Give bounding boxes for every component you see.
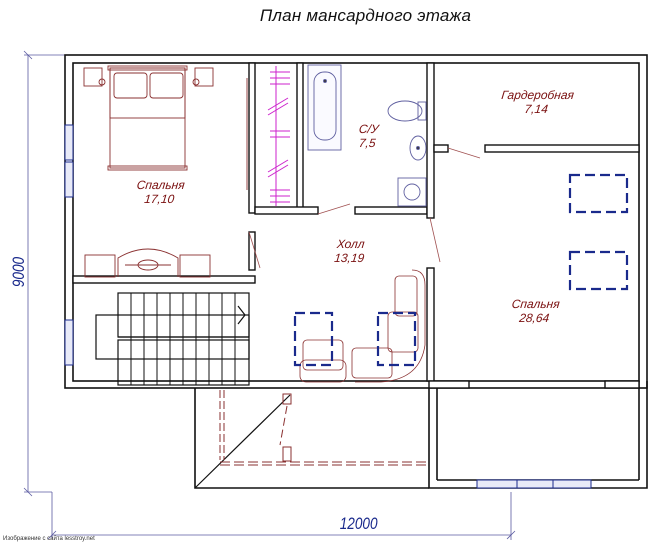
room-label-bedroom-1: Спальня 17,10: [119, 178, 202, 206]
closet-rod: [267, 66, 290, 206]
staircase: [95, 292, 250, 386]
bedroom2-tables: [568, 173, 629, 291]
bottom-windows: [476, 479, 592, 489]
page-title: План мансардного этажа: [259, 6, 472, 25]
doors: [248, 147, 481, 269]
room-label-hall: Холл 13,19: [319, 237, 382, 265]
outer-walls: [64, 54, 648, 389]
room-area: 28,64: [518, 311, 551, 325]
room-area: 17,10: [143, 192, 176, 206]
room-label-bedroom-2: Спальня 28,64: [499, 297, 572, 325]
room-label-bathroom: С/У 7,5: [347, 122, 390, 150]
dimension-width: 12000: [339, 514, 378, 533]
balcony-railing: [219, 390, 427, 466]
bathroom-fixtures: [307, 64, 427, 207]
room-name: Спальня: [136, 178, 186, 192]
hall-furniture: [299, 269, 426, 383]
lower-extension: [194, 381, 648, 489]
hall-tables: [293, 311, 417, 367]
room-area: 7,14: [523, 102, 549, 116]
room-name: С/У: [358, 122, 380, 136]
room-name: Гардеробная: [500, 88, 575, 102]
left-windows: [64, 124, 74, 366]
image-credit: Изображение с сайта lesstroy.net: [3, 536, 95, 542]
room-area: 7,5: [358, 136, 377, 150]
dimension-height: 9000: [8, 256, 28, 288]
room-label-wardrobe: Гардеробная 7,14: [486, 88, 589, 116]
room-area: 13,19: [333, 251, 366, 265]
interior-walls: [72, 62, 640, 389]
room-name: Холл: [336, 237, 366, 251]
dimension-lines: [23, 50, 516, 540]
bedroom1-furniture: [83, 65, 248, 278]
room-name: Спальня: [511, 297, 561, 311]
